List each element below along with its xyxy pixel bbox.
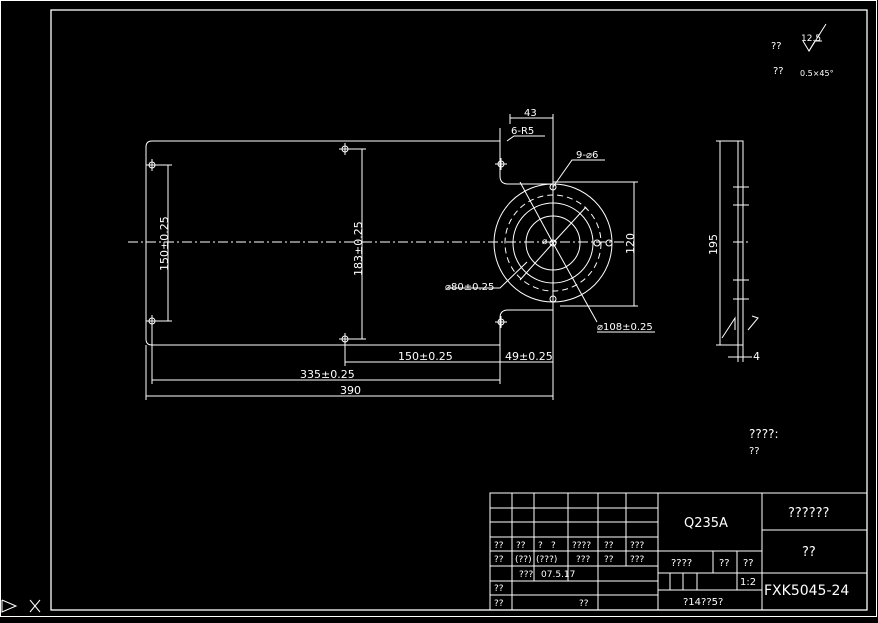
dim-phi-center: ⌀ [542,237,548,247]
approver-a: ?? [494,599,504,609]
technical-notes: ????: ?? [749,427,779,457]
plate-outline [128,128,630,346]
notes-line1: ?? [749,446,760,457]
checker: ?? [494,584,504,594]
roughness-value: 12.5 [801,34,821,44]
scale-value: 1:2 [740,577,756,588]
row1-col5: ?? [604,541,614,551]
dim-phi80: ⌀80±0.25 [445,282,494,293]
row1-col4: ???? [572,541,591,551]
sheet-info: ?14??5? [683,597,723,608]
dim-120: 120 [624,233,637,254]
dim-150-vertical: 150±0.25 [158,216,171,271]
dim-49: 49±0.25 [505,350,553,363]
mounting-holes [146,143,507,345]
title-block: Q235A ?????? ?? FXK5045-24 1:2 ?14??5? ?… [489,492,868,611]
side-view: 195 4 [707,140,760,363]
dim-335: 335±0.25 [300,368,355,381]
row1-col1: ?? [516,541,526,551]
approver-b: ?? [579,599,589,609]
row1-col0: ?? [494,541,504,551]
dim-195: 195 [707,234,720,255]
designer: ??? [519,570,534,580]
dim-phi108: ⌀108±0.25 [597,322,653,333]
weight-label: ?? [719,558,730,569]
inner-frame [50,9,868,611]
roughness-symbol: ?? 12.5 ?? 0.5×45° [771,23,834,78]
company-name: ?????? [788,506,829,521]
dim-6-r5: 6-R5 [511,126,534,137]
row2-col4: ?? [604,555,614,565]
dim-4: 4 [753,350,760,363]
material: Q235A [684,516,728,531]
notes-title: ????: [749,427,779,441]
dim-43: 43 [524,108,537,119]
dim-183-vertical: 183±0.25 [352,221,365,276]
row1-col6: ??? [630,541,645,551]
drawing-number: FXK5045-24 [764,583,849,599]
row2-col0: ?? [494,555,504,565]
row2-col5: ??? [630,555,645,565]
row2-col2: (???) [536,555,557,565]
dim-9-holes: 9-⌀6 [576,150,598,161]
dimensions: 43 6-R5 9-⌀6 150±0.25 183±0.25 120 ⌀80±0… [145,108,655,400]
ucs-icon [1,599,41,613]
design-date: 07.5.17 [541,570,575,580]
row2-col3: ??? [576,555,591,565]
scale-label: ?? [743,558,754,569]
row2-col1: (??) [515,555,532,565]
roughness-label: ?? [771,41,782,52]
row1-col2: ? [538,541,543,551]
flange [493,180,613,323]
chamfer-label: ?? [773,66,784,77]
stage-label: ???? [671,558,692,569]
part-name: ?? [802,545,816,560]
dim-390: 390 [340,384,361,397]
row1-col3: ? [551,541,556,551]
chamfer-value: 0.5×45° [800,69,834,78]
dim-150-horizontal: 150±0.25 [398,350,453,363]
